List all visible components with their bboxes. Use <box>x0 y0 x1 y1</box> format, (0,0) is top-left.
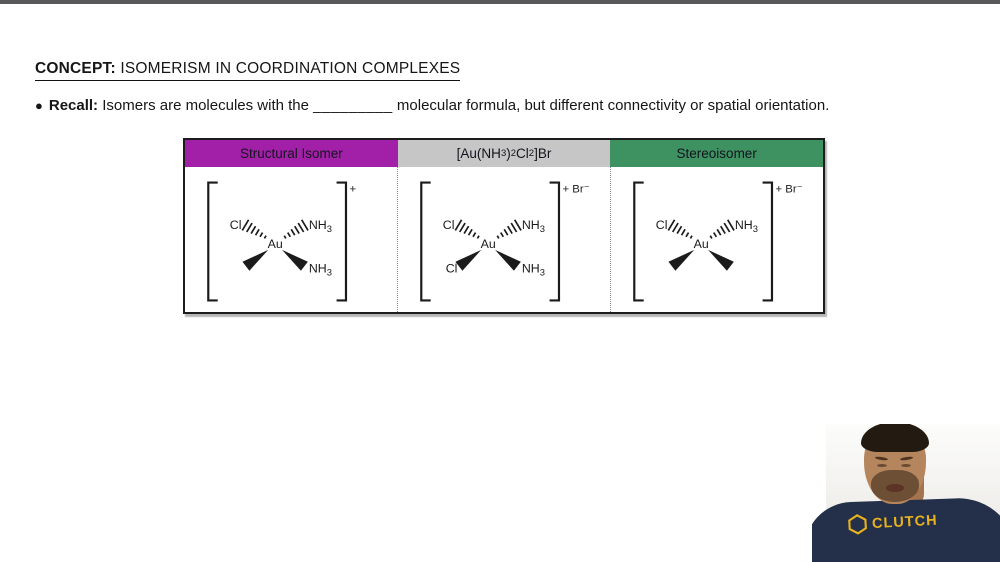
recall-post-text: molecular formula, but different connect… <box>392 97 830 114</box>
svg-text:+: + <box>349 183 356 195</box>
header-structural-isomer: Structural Isomer <box>185 140 398 167</box>
svg-text:Au: Au <box>268 237 283 251</box>
header-stereoisomer: Stereoisomer <box>610 140 824 167</box>
svg-text:NH3: NH3 <box>735 218 758 234</box>
instructor-mouth <box>886 484 904 492</box>
svg-text:Au: Au <box>481 237 496 251</box>
instructor-webcam: CLUTCH <box>812 424 1000 562</box>
title-text: ISOMERISM IN COORDINATION COMPLEXES <box>115 60 461 77</box>
instructor-eye-right <box>901 464 911 467</box>
recall-label: Recall: <box>48 97 99 114</box>
structure-drawing-stereoisomer: + Br⁻ Au Cl NH3 <box>633 181 803 302</box>
title-label: CONCEPT: <box>35 60 116 77</box>
svg-text:Cl: Cl <box>656 218 668 232</box>
recall-sentence: ●Recall: Isomers are molecules with the … <box>35 97 829 114</box>
clutch-logo: CLUTCH <box>848 510 939 536</box>
svg-text:Cl: Cl <box>230 218 242 232</box>
svg-text:Cl: Cl <box>446 262 458 276</box>
fill-in-blank: _________ <box>313 97 393 114</box>
structure-cell-stereoisomer: + Br⁻ Au Cl NH3 <box>610 167 823 312</box>
svg-text:NH3: NH3 <box>309 262 332 278</box>
instructor-hair <box>861 424 929 452</box>
top-bar <box>0 0 1000 4</box>
svg-text:NH3: NH3 <box>522 262 545 278</box>
page-title: CONCEPT: ISOMERISM IN COORDINATION COMPL… <box>35 60 461 81</box>
instructor-eye-left <box>877 464 887 467</box>
svg-text:+ Br⁻: + Br⁻ <box>775 183 802 195</box>
svg-text:+ Br⁻: + Br⁻ <box>562 183 589 195</box>
svg-text:Au: Au <box>694 237 709 251</box>
svg-text:NH3: NH3 <box>522 218 545 234</box>
hexagon-icon <box>848 514 867 535</box>
svg-text:Cl: Cl <box>443 218 455 232</box>
svg-text:NH3: NH3 <box>309 218 332 234</box>
bullet-icon: ● <box>35 98 43 113</box>
recall-pre-text: Isomers are molecules with the <box>98 97 314 114</box>
clutch-logo-text: CLUTCH <box>871 512 938 532</box>
